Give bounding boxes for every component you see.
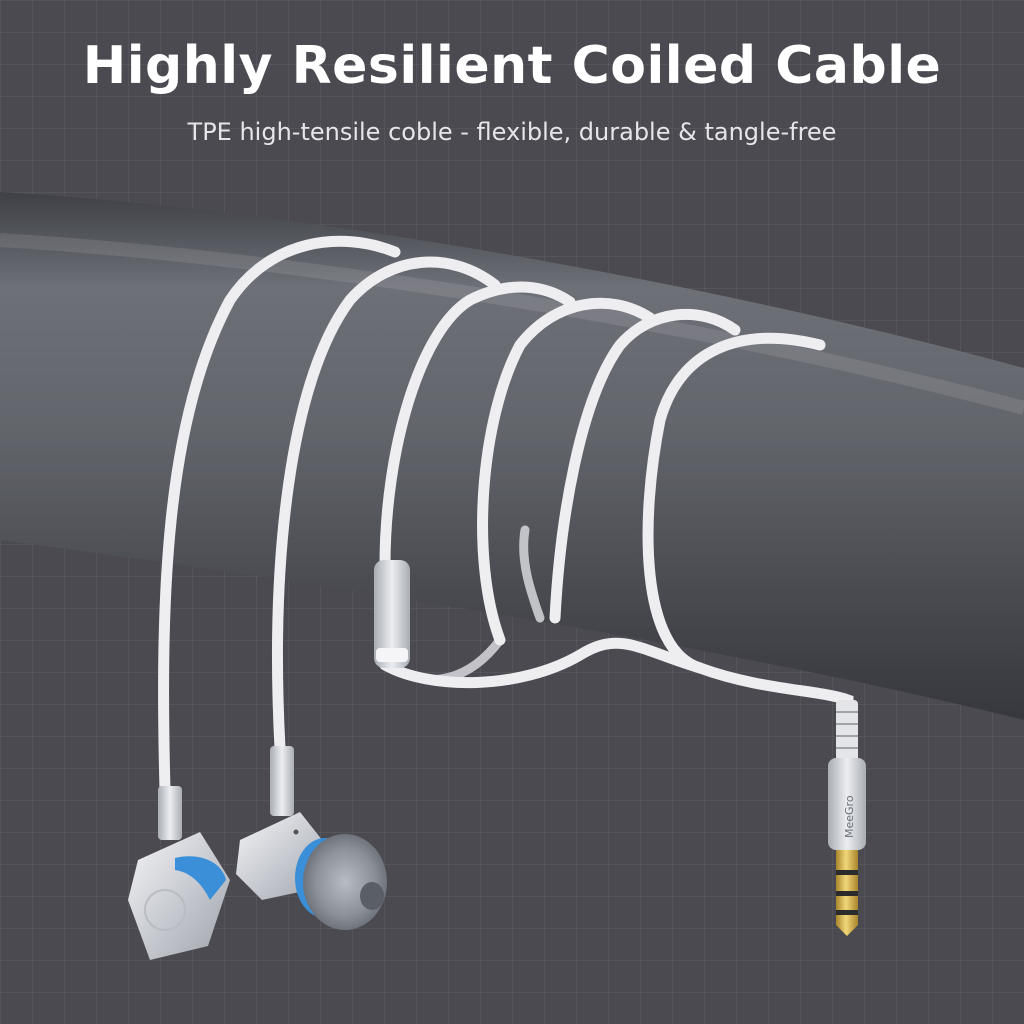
cable-coils [158, 235, 854, 796]
plug-brand-text: MeeGro [843, 795, 856, 838]
subheadline: TPE high-tensile coble - flexible, durab… [187, 118, 837, 146]
cylinder-tube [0, 192, 1024, 720]
left-earbud [128, 786, 230, 960]
right-earbud [236, 746, 387, 930]
headline: Highly Resilient Coiled Cable [82, 36, 942, 96]
tube-highlight [0, 233, 1024, 415]
audio-jack-plug: MeeGro [828, 700, 866, 936]
cable-splitter [374, 560, 410, 668]
